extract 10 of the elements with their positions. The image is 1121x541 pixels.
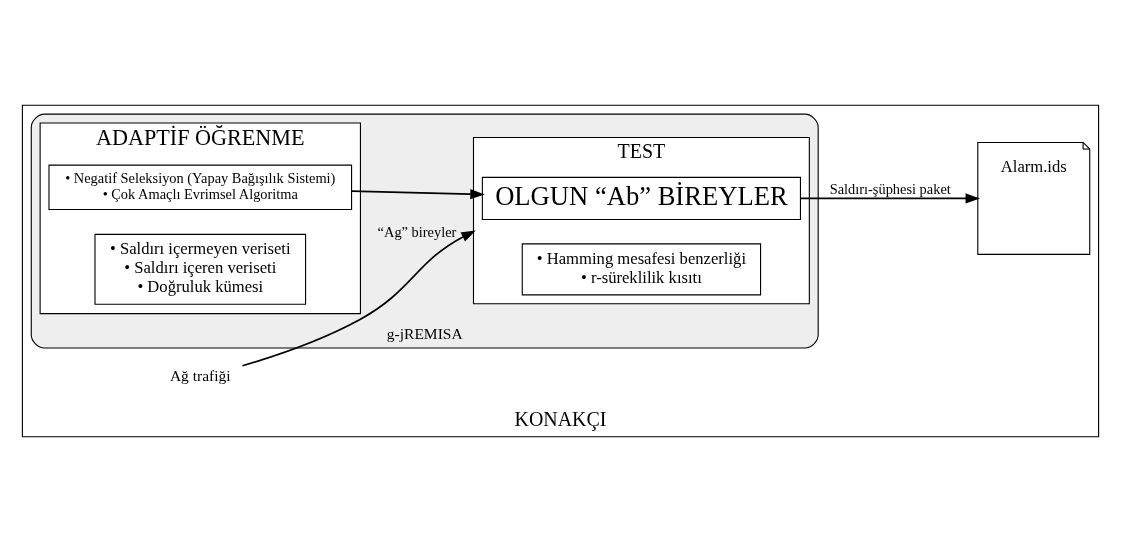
node-box: • Hamming mesafesi benzerliği • r-süreklilik kısıtı <box>521 242 762 295</box>
arrow <box>351 188 485 199</box>
node-box: OLGUN “Ab” BİREYLER <box>481 176 801 220</box>
node-text: Ağ trafiği <box>169 366 231 384</box>
arrow <box>241 230 476 367</box>
edge-label: Saldırı-şüphesi paket <box>829 180 951 197</box>
node-box: • Negatif Seleksiyon (Yapay Bağışılık Sistemi) • Çok Amaçlı Evrimsel Algoritma <box>48 164 353 210</box>
arrow <box>799 192 980 203</box>
node-box: • Saldırı içermeyen veriseti • Saldırı içeren veriseti • Doğruluk kümesi <box>94 233 307 305</box>
edge-label: “Ag” bireyler <box>377 223 457 240</box>
